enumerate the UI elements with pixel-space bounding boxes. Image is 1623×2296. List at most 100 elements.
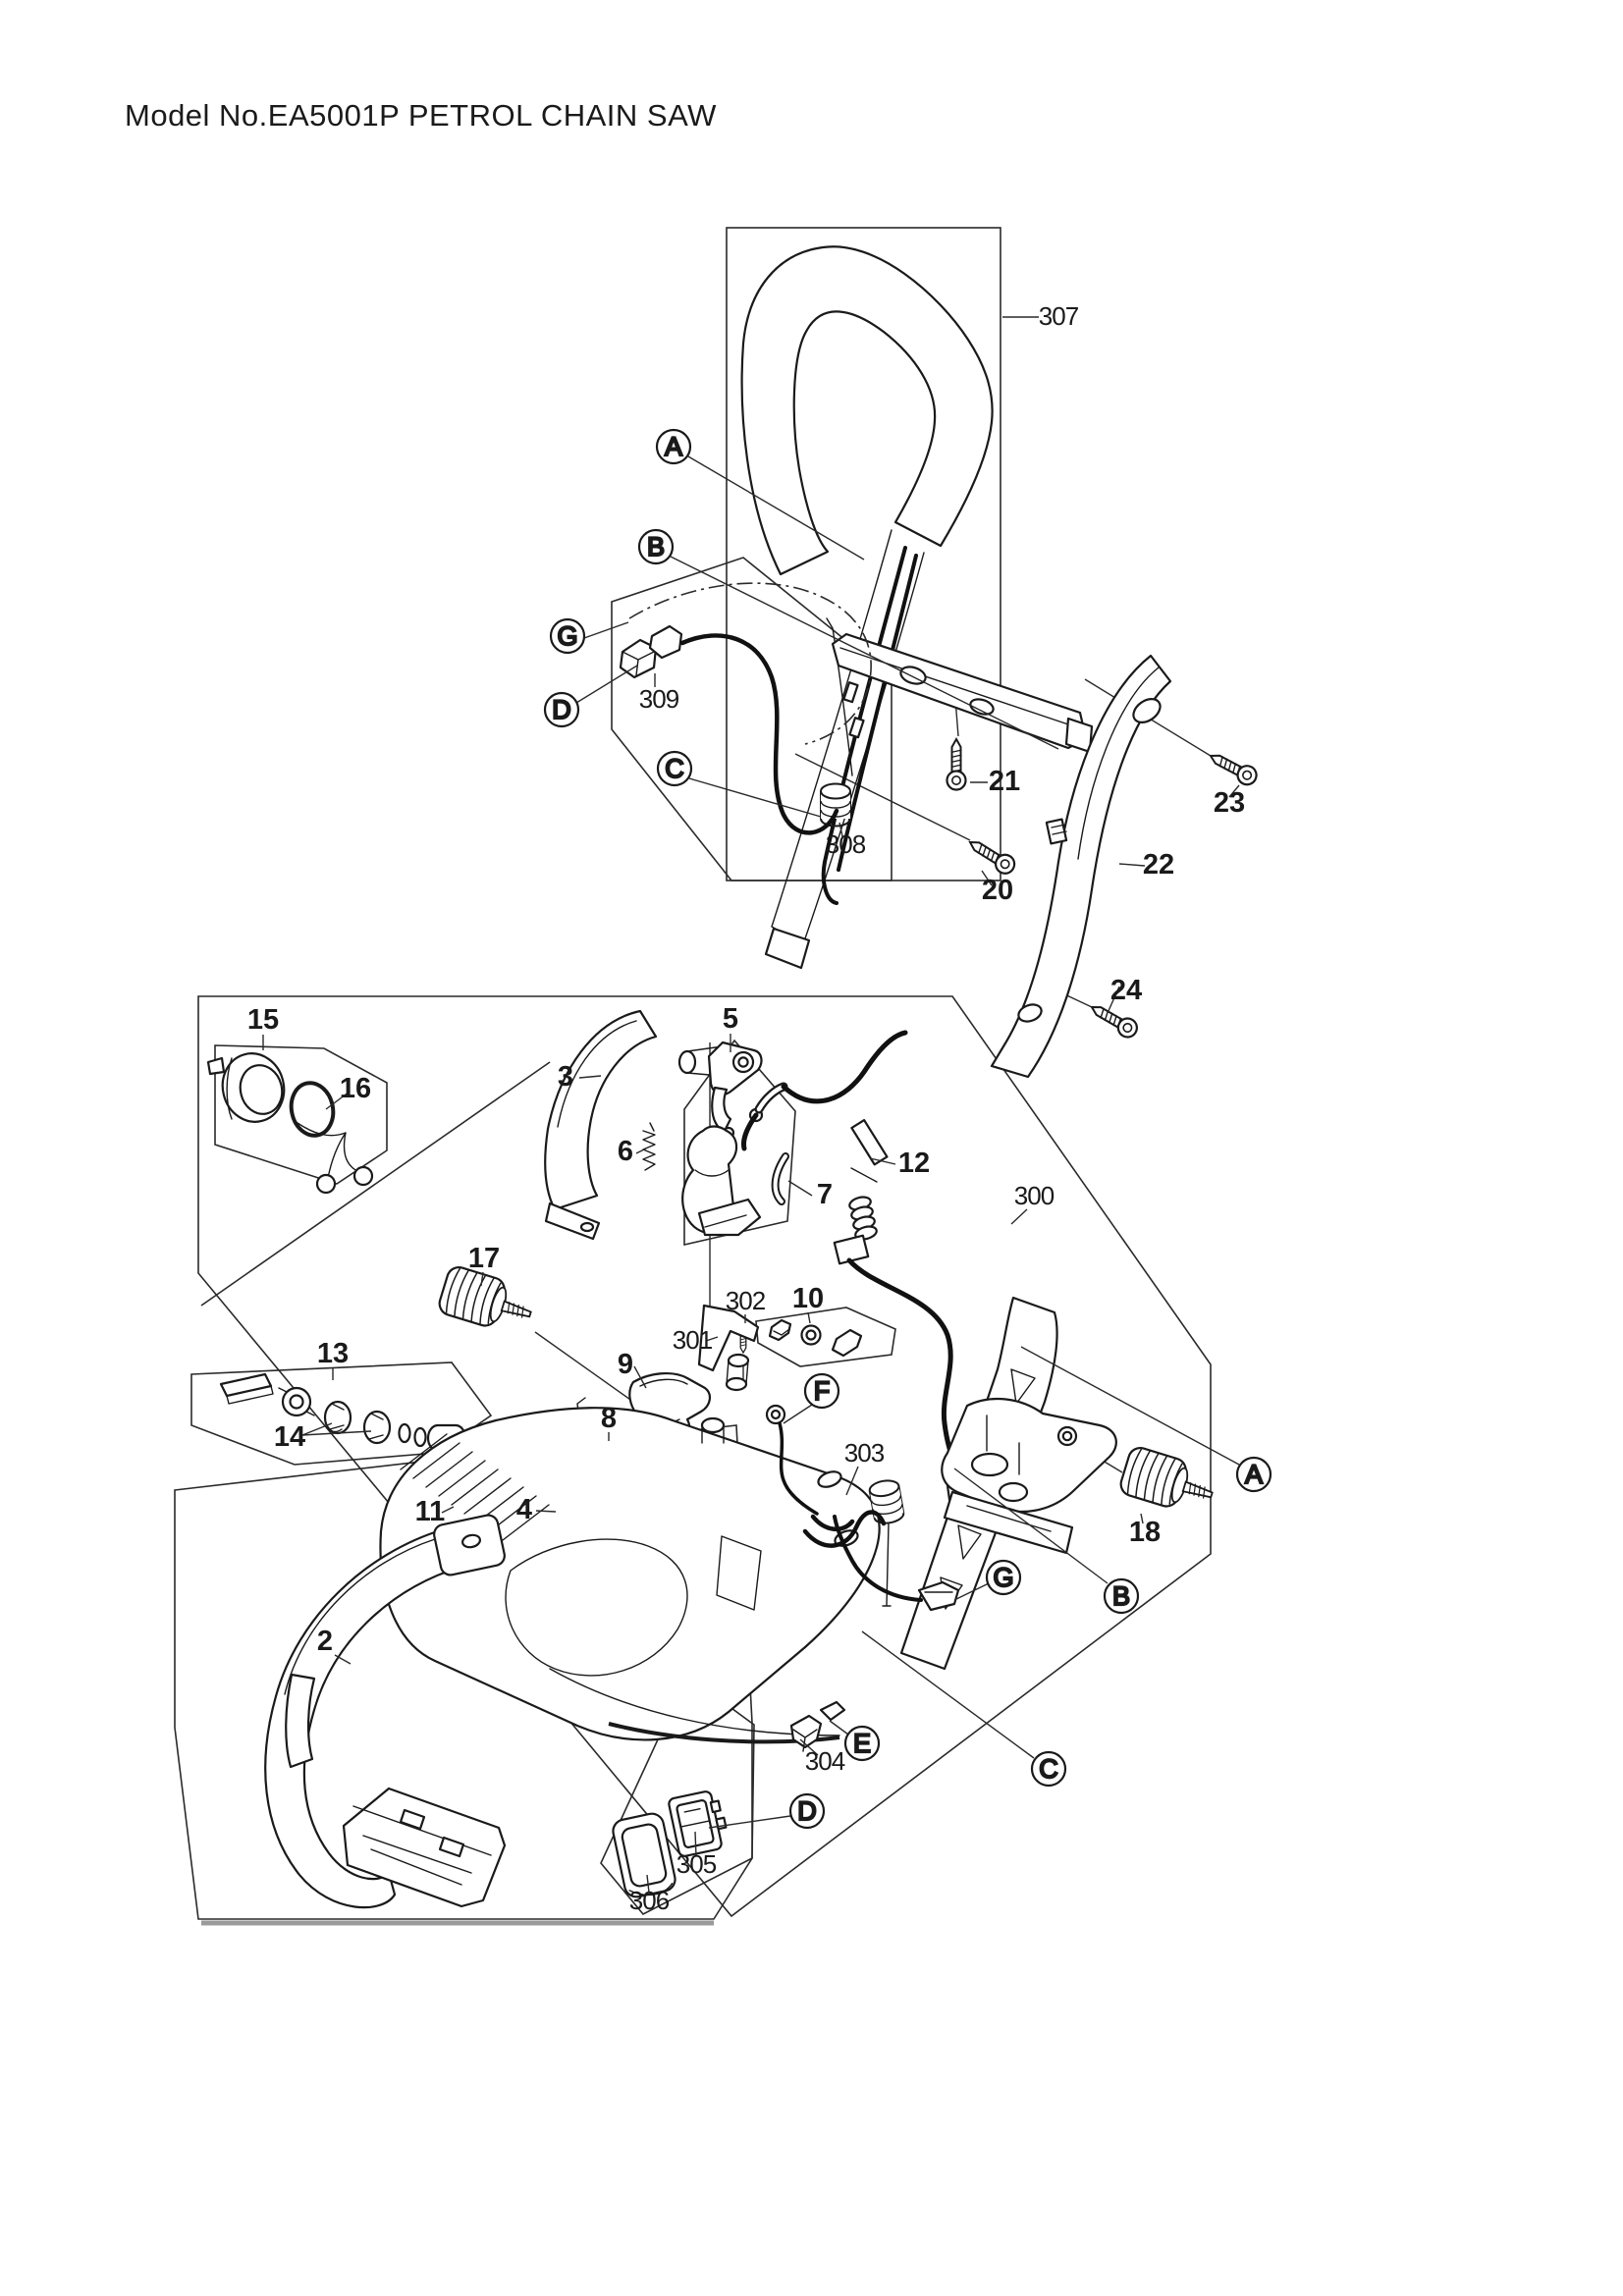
- switch-cover-306: [612, 1812, 676, 1898]
- callout-G-top: G: [549, 617, 586, 655]
- screw-23: [1205, 746, 1262, 789]
- page-title: Model No.EA5001P PETROL CHAIN SAW: [125, 98, 717, 133]
- leader-lines: [262, 316, 1240, 1894]
- rear-bracket: [941, 1397, 1117, 1555]
- box-main-group-300: [197, 995, 1212, 1918]
- top-handle-loop: [740, 245, 994, 576]
- part-label-6: 6: [618, 1136, 633, 1167]
- part-label-300: 300: [1014, 1181, 1055, 1210]
- callout-C-bottom: C: [1030, 1750, 1067, 1788]
- part-label-2: 2: [317, 1626, 333, 1657]
- callout-D-top: D: [543, 691, 580, 728]
- part-label-23: 23: [1214, 787, 1245, 819]
- callout-A-label: A: [1245, 1460, 1263, 1489]
- terminal-304: [789, 1700, 846, 1752]
- earth-wire-F: [765, 1404, 887, 1548]
- throttle-cable: [741, 1030, 908, 1205]
- screw-20: [963, 832, 1019, 879]
- part-label-3: 3: [558, 1061, 573, 1093]
- handle-tube-mount: [764, 927, 811, 970]
- spring-6: [642, 1122, 656, 1171]
- callout-F-label: F: [814, 1376, 831, 1406]
- part-label-306: 306: [629, 1886, 670, 1915]
- internal-wires: [821, 546, 918, 905]
- part-label-308: 308: [826, 829, 866, 859]
- part-label-16: 16: [340, 1073, 371, 1104]
- part-label-17: 17: [468, 1243, 500, 1274]
- callout-C-top: C: [656, 750, 693, 787]
- callout-C-label: C: [1039, 1754, 1058, 1784]
- part-label-9: 9: [618, 1349, 633, 1380]
- part-label-14: 14: [274, 1421, 305, 1453]
- hand-guard-3: [544, 1009, 658, 1241]
- bumper-plate: [342, 1787, 507, 1908]
- clip-E: [819, 1700, 846, 1722]
- part-label-8: 8: [601, 1403, 617, 1434]
- part-label-307: 307: [1039, 301, 1079, 331]
- callout-circles: A B G D C F A B G E C D: [543, 428, 1272, 1830]
- callout-A-label: A: [665, 432, 682, 461]
- divider-line: [200, 1061, 551, 1307]
- callout-D-label: D: [797, 1796, 817, 1826]
- throttle-trigger-7: [681, 1125, 762, 1237]
- small-parts-10: [768, 1318, 863, 1358]
- part-label-11: 11: [415, 1496, 446, 1527]
- wire-connector-small: [842, 681, 859, 704]
- callout-E: E: [843, 1725, 881, 1762]
- screw-21: [946, 737, 967, 791]
- buffer-17: [435, 1262, 539, 1339]
- part-label-12: 12: [898, 1148, 930, 1179]
- callout-C-label: C: [665, 754, 684, 783]
- part-label-24: 24: [1110, 975, 1142, 1006]
- front-handle-2: [264, 1514, 506, 1909]
- buffer-18: [1116, 1443, 1220, 1520]
- stop-switch-305: [668, 1790, 728, 1857]
- callout-D-bottom: D: [788, 1792, 826, 1830]
- callout-G-label: G: [993, 1563, 1013, 1592]
- callout-E-label: E: [853, 1729, 871, 1758]
- box-small-parts-10: [755, 1307, 896, 1367]
- part-label-301: 301: [673, 1325, 713, 1355]
- wire-routing-dashdot: [628, 582, 872, 745]
- top-handle-assembly: [619, 245, 1262, 1079]
- part-label-303: 303: [844, 1438, 885, 1468]
- handle-bracket-rail: [831, 632, 1094, 754]
- callout-B-label: B: [1112, 1581, 1130, 1611]
- lead-wire-309: [619, 624, 839, 835]
- callout-D-label: D: [552, 695, 571, 724]
- lower-assembly: [206, 1009, 1220, 1909]
- callout-A-top: A: [655, 428, 692, 465]
- callout-B-top: B: [637, 528, 675, 565]
- box-wire-group: [611, 557, 893, 881]
- part-label-4: 4: [516, 1494, 532, 1525]
- box-fuel-cap-group: [214, 1044, 388, 1185]
- main-housing: [379, 1407, 881, 1744]
- part-label-309: 309: [639, 684, 679, 714]
- choke-lever-301: [697, 1304, 760, 1392]
- callout-B-label: B: [647, 532, 665, 561]
- part-label-302: 302: [726, 1286, 766, 1315]
- throttle-shaft-5: [677, 1041, 763, 1140]
- construction-boxes: [174, 227, 1212, 1926]
- callout-B-bottom: B: [1103, 1577, 1140, 1615]
- part-label-13: 13: [317, 1338, 349, 1369]
- part-label-18: 18: [1129, 1517, 1161, 1548]
- part-label-20: 20: [982, 875, 1013, 906]
- callout-F: F: [803, 1372, 840, 1410]
- part-label-22: 22: [1143, 849, 1174, 881]
- part-label-7: 7: [817, 1179, 833, 1210]
- callout-G-bottom: G: [985, 1559, 1022, 1596]
- part-label-10: 10: [792, 1283, 824, 1314]
- part-label-21: 21: [989, 766, 1020, 797]
- wire-connector-small: [848, 717, 865, 739]
- part-label-304: 304: [805, 1746, 845, 1776]
- part-label-15: 15: [247, 1004, 279, 1036]
- handle-cover-22: [990, 654, 1172, 1079]
- part-label-305: 305: [676, 1849, 717, 1879]
- fuel-cap-15: [206, 1052, 286, 1123]
- callout-G-label: G: [557, 621, 577, 651]
- part-number-labels: 15 16 3 5 6 7 12 17 13 14 11 4 2 9 8 10 …: [247, 301, 1245, 1915]
- callout-A-bottom: A: [1235, 1456, 1272, 1493]
